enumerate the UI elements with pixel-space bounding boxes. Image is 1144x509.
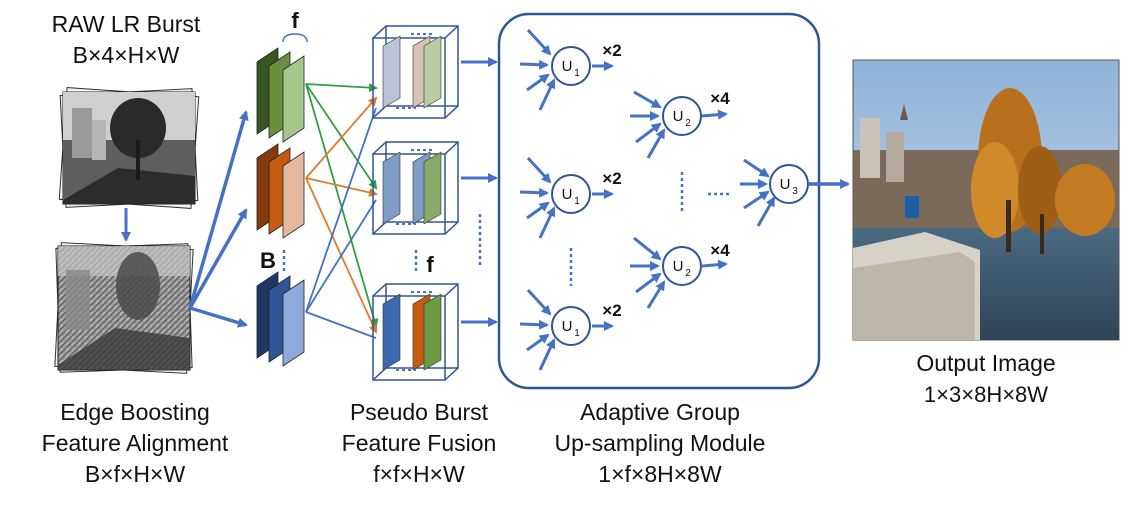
output-dims: 1×3×8H×8W [924,382,1048,407]
svg-text:2: 2 [685,118,691,129]
pseudo-burst-cube-3 [372,283,459,381]
u3-node: U 3 [740,158,809,227]
u1-node-middle: U 1 ×2 [519,156,622,239]
output-title: Output Image [916,350,1055,376]
raw-burst-image-stack [58,86,200,210]
raw-burst-dims: B×4×H×W [73,42,180,68]
svg-text:U: U [562,58,573,75]
b-label: B [260,248,276,273]
pbff-dims: f×f×H×W [373,461,465,487]
output-image [852,59,1120,341]
svg-text:U: U [673,108,684,125]
svg-text:2: 2 [685,268,691,279]
feature-group-green [256,47,305,143]
fusion-to-module-arrows [461,57,498,327]
feature-group-brown [256,143,305,239]
f-label-mid: f [426,252,434,277]
svg-text:U: U [562,186,573,203]
raw-burst-title: RAW LR Burst [52,11,201,37]
agu-label-line2: Up-sampling Module [555,430,766,456]
svg-text:1: 1 [574,196,580,207]
agu-module-box [497,12,821,390]
svg-text:1: 1 [574,328,580,339]
pseudo-burst-cube-2 [372,141,459,235]
agu-dims: 1×f×8H×8W [598,461,722,487]
align-to-groups-arrows [188,110,249,328]
scale-x2-bottom: ×2 [602,301,621,320]
scale-x2-top: ×2 [602,41,621,60]
svg-text:U: U [562,318,573,335]
feature-group-navy [256,271,305,367]
f-brace [282,33,308,43]
scale-x4-top: ×4 [710,89,730,108]
u2-node-top: U 2 ×4 [630,89,730,159]
pseudo-burst-cube-1 [372,25,459,119]
u1-node-bottom: U 1 ×2 [519,288,622,371]
pbff-label-line1: Pseudo Burst [350,399,489,425]
edge-boosted-image-stack [54,242,194,374]
ebfa-dims: B×f×H×W [85,461,186,487]
u1-node-top: U 1 ×2 [519,28,622,111]
svg-text:1: 1 [574,68,580,79]
f-label-top: f [291,8,299,33]
agu-label-line1: Adaptive Group [580,399,740,425]
scale-x2-middle: ×2 [602,169,621,188]
pseudo-burst-crossing-arrows [305,83,379,339]
u2-node-bottom: U 2 ×4 [630,236,730,309]
scale-x4-bottom: ×4 [710,241,730,260]
ebfa-label-line1: Edge Boosting [60,399,210,425]
pbff-label-line2: Feature Fusion [342,430,497,456]
svg-text:U: U [673,258,684,275]
ebfa-label-line2: Feature Alignment [42,430,229,456]
svg-text:3: 3 [792,186,798,197]
svg-text:U: U [780,176,791,193]
